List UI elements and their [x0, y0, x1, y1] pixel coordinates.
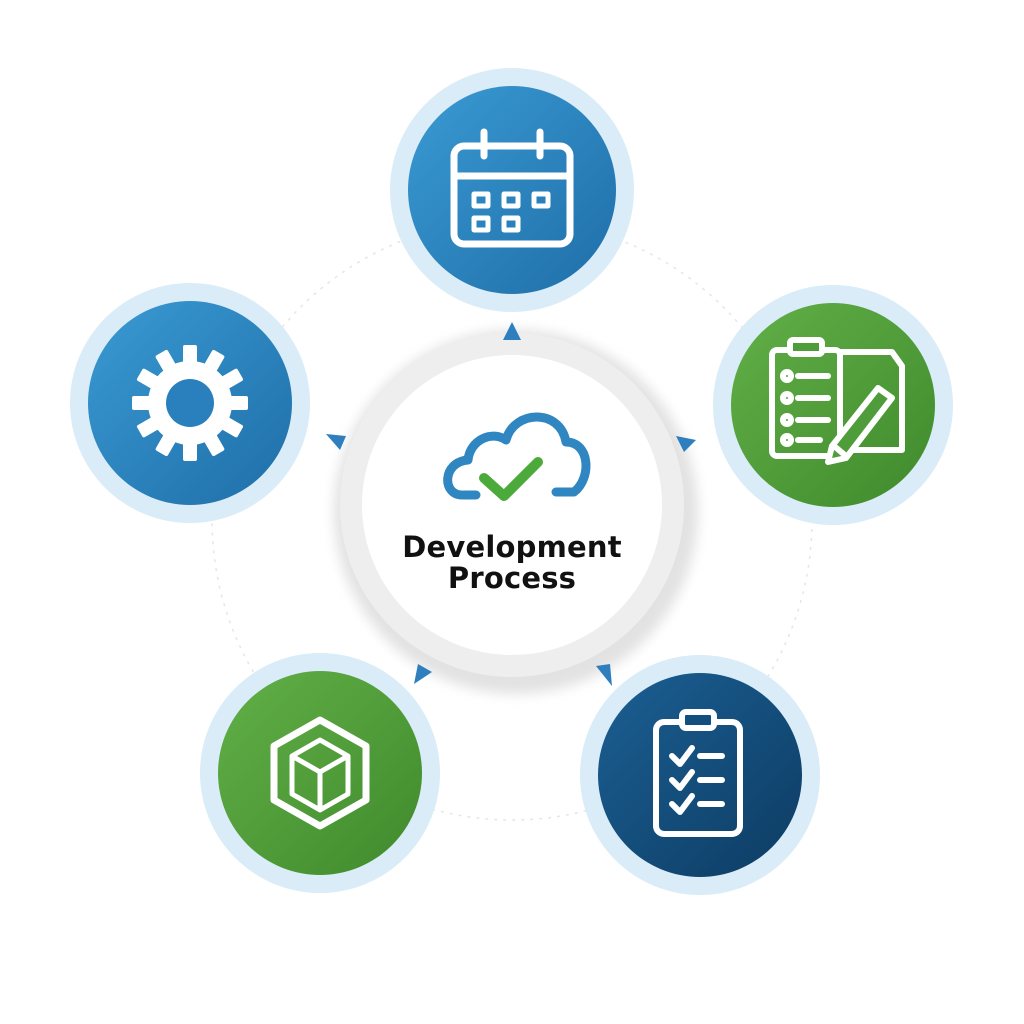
calendar-icon — [450, 128, 574, 248]
node-review[interactable] — [713, 285, 953, 525]
gear-icon — [132, 345, 248, 461]
clipboard-pencil-icon — [769, 337, 905, 465]
arrow-bottom-right — [596, 664, 612, 686]
node-configure[interactable] — [70, 283, 310, 523]
arrow-bottom-left — [414, 664, 432, 684]
cloud-check-icon — [443, 412, 591, 501]
arrow-top — [503, 322, 521, 340]
center-title-line1: Development — [402, 530, 622, 564]
cube-icon — [270, 716, 370, 830]
flow-arrows — [326, 322, 696, 686]
node-build[interactable] — [200, 653, 440, 893]
arrow-left — [326, 434, 346, 450]
arrow-right — [676, 436, 696, 452]
center-hub — [334, 330, 698, 694]
checklist-icon — [653, 709, 743, 837]
node-planning[interactable] — [390, 68, 634, 312]
center-title-line2: Process — [447, 561, 577, 595]
node-testing[interactable] — [580, 655, 820, 895]
center-title: Development Process — [362, 532, 662, 594]
